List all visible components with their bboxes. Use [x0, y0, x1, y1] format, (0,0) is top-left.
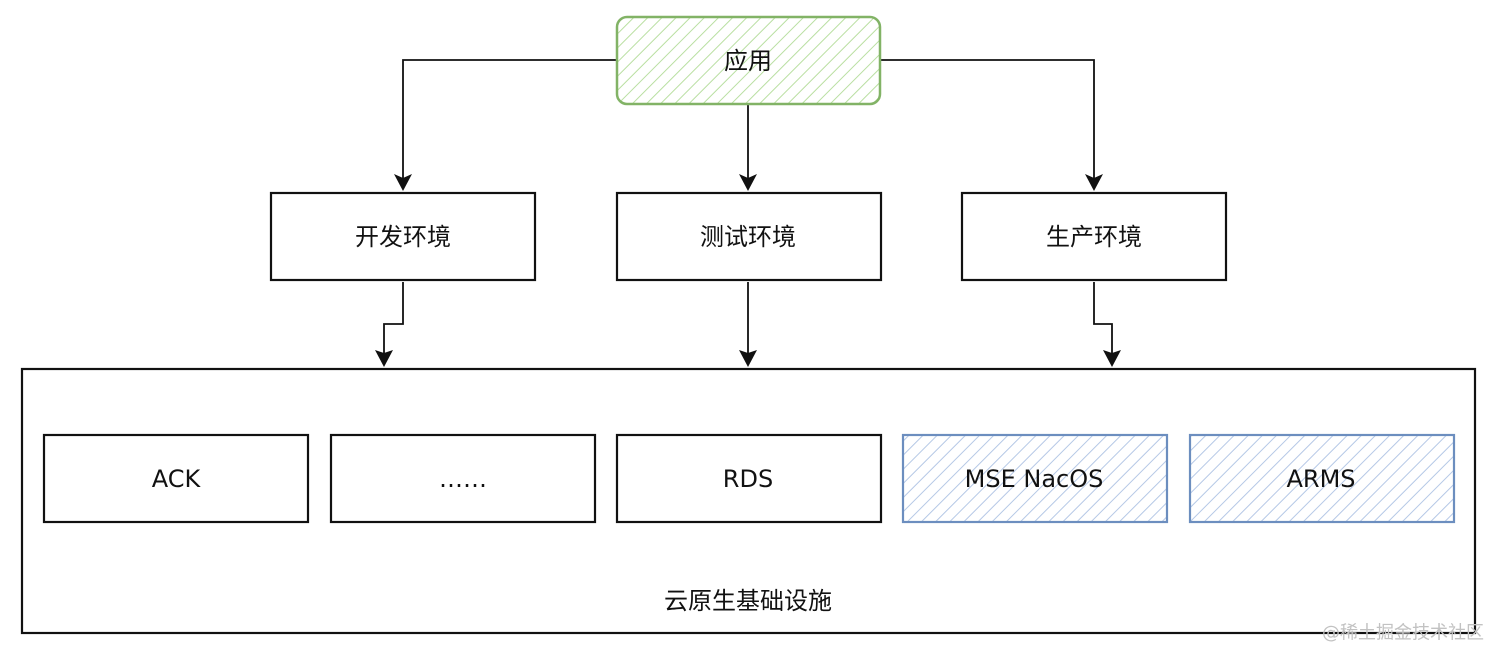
service-node-ack[interactable]: ACK [42, 433, 310, 524]
service-label: ARMS [1286, 465, 1355, 493]
prod-env-node[interactable]: 生产环境 [960, 191, 1228, 282]
edge-app-to-dev [402, 59, 617, 178]
edge-prod-to-infra [1093, 282, 1113, 353]
app-node[interactable]: 应用 [615, 15, 882, 106]
app-label: 应用 [724, 47, 772, 75]
service-label: ACK [152, 465, 202, 493]
connectors-env-to-infra [375, 282, 1121, 367]
dev-env-node[interactable]: 开发环境 [269, 191, 537, 282]
arrowhead-infra-3 [1103, 350, 1121, 367]
arrowhead-infra-1 [375, 350, 393, 367]
arrowhead-infra-2 [739, 350, 757, 367]
service-label: MSE NacOS [965, 465, 1104, 493]
arrowhead-prod [1085, 174, 1103, 191]
service-label: …… [439, 465, 487, 493]
service-label: RDS [723, 465, 773, 493]
service-node-rds[interactable]: RDS [615, 433, 883, 524]
service-node-ellipsis[interactable]: …… [329, 433, 597, 524]
test-env-label: 测试环境 [700, 223, 796, 251]
edge-app-to-prod [880, 59, 1095, 178]
test-env-node[interactable]: 测试环境 [615, 191, 883, 282]
service-node-mse-nacos[interactable]: MSE NacOS [901, 433, 1169, 524]
dev-env-label: 开发环境 [355, 223, 451, 251]
arrowhead-test [739, 174, 757, 191]
connectors-app-to-env [394, 59, 1103, 191]
arrowhead-dev [394, 174, 412, 191]
watermark-text: @稀土掘金技术社区 [1322, 623, 1484, 644]
prod-env-label: 生产环境 [1046, 223, 1142, 251]
service-node-arms[interactable]: ARMS [1188, 433, 1456, 524]
edge-dev-to-infra [383, 282, 404, 353]
infrastructure-label: 云原生基础设施 [664, 587, 832, 615]
